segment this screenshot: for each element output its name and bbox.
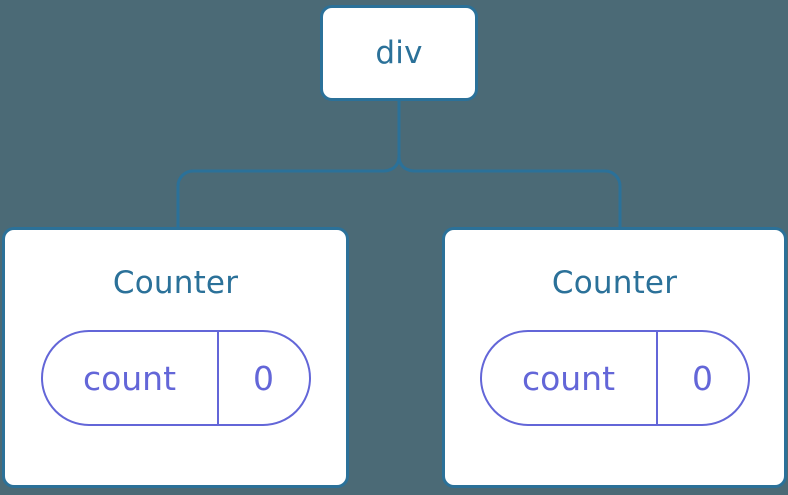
node-counter-0-title: Counter (112, 265, 239, 301)
state-pill-count-1[interactable]: count 0 (479, 330, 750, 426)
node-div[interactable]: div (320, 5, 478, 101)
state-pill-key: count (43, 332, 219, 424)
state-pill-count-0[interactable]: count 0 (40, 330, 311, 426)
state-pill-key: count (482, 332, 658, 424)
node-counter-0[interactable]: Counter count 0 (2, 227, 349, 488)
state-pill-value: 0 (253, 358, 274, 398)
state-pill-value: 0 (692, 358, 713, 398)
node-counter-1-title: Counter (551, 265, 678, 301)
node-div-label: div (375, 34, 423, 71)
node-counter-1[interactable]: Counter count 0 (442, 227, 787, 488)
